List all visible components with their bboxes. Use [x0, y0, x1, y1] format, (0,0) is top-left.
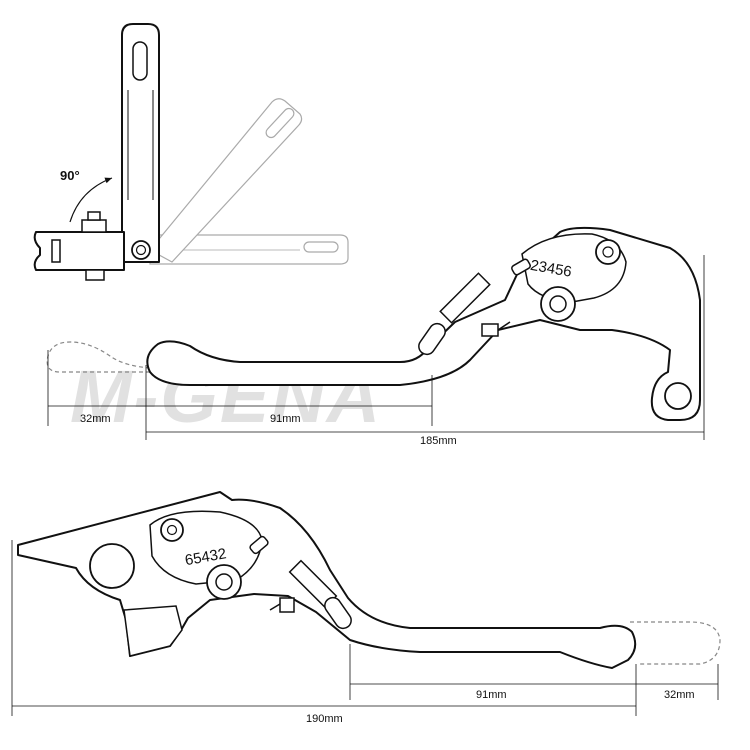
angle-label: 90° — [60, 168, 80, 183]
upper-dim-short: 32mm — [80, 413, 111, 425]
lower-dial-numbers: 65432 — [184, 545, 228, 569]
folding-illustration: 90° — [33, 23, 349, 281]
upper-dim-overall: 185mm — [420, 435, 457, 447]
upper-lever: 23456 — [46, 226, 701, 421]
rotation-arrow — [69, 177, 113, 223]
upper-dial-numbers: 23456 — [529, 257, 573, 281]
lower-dim-short: 32mm — [664, 689, 695, 701]
upper-dimensions: 32mm 91mm 185mm — [47, 255, 705, 447]
upper-ghost-blade — [46, 341, 151, 373]
vertical-lever — [121, 23, 160, 263]
angled-lever-ghost — [149, 98, 303, 263]
lower-dimensions: 91mm 32mm 190mm — [11, 540, 719, 725]
lower-dim-grip: 91mm — [476, 689, 507, 701]
lower-dim-overall: 190mm — [306, 713, 343, 725]
lower-ghost-blade — [630, 621, 721, 665]
mount-bracket — [33, 231, 125, 271]
upper-dim-grip: 91mm — [270, 413, 301, 425]
lower-lever: 65432 — [17, 491, 721, 669]
